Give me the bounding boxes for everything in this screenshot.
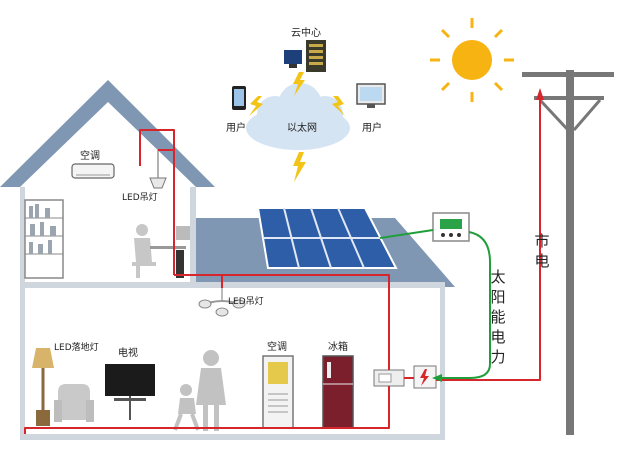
cloud-center: 云中心 [284, 26, 326, 72]
lightning-icon-bottom [293, 152, 306, 182]
ethernet-label: 以太网 [287, 121, 317, 134]
solar-panel-array [256, 207, 398, 269]
tv: 电视 [105, 346, 155, 420]
pole-shaft [566, 70, 574, 435]
grid-char-2: 电 [534, 252, 549, 270]
attic-roof [0, 80, 215, 187]
led-chandelier-downstairs: LED吊灯 [198, 288, 264, 317]
led-floor-lamp: LED落地灯 [32, 341, 99, 426]
pc-tower-icon [176, 250, 184, 278]
ground-floor-wire [24, 386, 390, 434]
cloud-center-label: 云中心 [291, 26, 321, 39]
panel-to-inverter-line [379, 229, 434, 239]
bookshelf-icon [24, 199, 64, 279]
desktop-monitor-icon [176, 226, 190, 240]
family-icon [173, 350, 226, 431]
ac-downstairs: 空调 [262, 340, 294, 429]
solar-power-label: 太 阳 能 电 力 [490, 268, 505, 366]
solar-char-1: 太 [490, 268, 505, 286]
floor-divider [20, 282, 445, 288]
distribution-box [373, 365, 437, 389]
lightning-icon-right [332, 96, 345, 116]
inverter [432, 212, 470, 242]
led-chandelier-upstairs-label: LED吊灯 [122, 192, 158, 203]
pole-crossbar-bottom [534, 96, 604, 100]
cloud-ethernet: 以太网 [246, 83, 350, 150]
solar-char-3: 能 [490, 308, 505, 326]
led-floor-lamp-label: LED落地灯 [54, 341, 99, 353]
ac-downstairs-label: 空调 [267, 340, 287, 353]
fridge: 冰箱 [322, 340, 354, 429]
solar-char-5: 力 [490, 348, 505, 366]
ac-upstairs: 空调 [71, 149, 115, 179]
right-wall [440, 287, 445, 440]
ac-upstairs-label: 空调 [80, 149, 100, 162]
lightning-icon-left [249, 96, 263, 116]
grid-char-1: 市 [534, 232, 549, 250]
utility-pole [522, 70, 614, 435]
air-conditioner-icon [71, 163, 115, 179]
upper-right-wall [190, 187, 196, 285]
upstairs-wire [139, 129, 175, 275]
television-icon [105, 364, 155, 396]
solar-power-line [440, 231, 491, 379]
user-left: 用户 [226, 86, 246, 134]
floor-lamp-icon [32, 348, 54, 368]
user-right-label: 用户 [362, 121, 382, 134]
inverter-screen [440, 219, 462, 229]
wiring [24, 88, 544, 434]
grid-power-label: 市 电 [534, 232, 549, 270]
left-wall [20, 187, 25, 440]
pole-crossbar-top [522, 72, 614, 77]
ground-floor [20, 434, 445, 440]
user-left-label: 用户 [226, 121, 246, 134]
lightning-icons [249, 72, 345, 182]
armchair-icon [54, 384, 94, 422]
led-chandelier-upstairs: LED吊灯 [122, 150, 167, 203]
riser-wire [174, 274, 390, 370]
ceiling-lamp-icon [149, 177, 167, 189]
led-chandelier-downstairs-label: LED吊灯 [228, 296, 264, 307]
solar-char-4: 电 [490, 328, 505, 346]
solar-char-2: 阳 [490, 288, 505, 306]
tv-label: 电视 [118, 346, 138, 359]
sun-icon [430, 18, 514, 102]
grid-power-line [436, 95, 541, 381]
lightning-icon-top [293, 72, 305, 96]
fridge-label: 冰箱 [328, 340, 348, 353]
monitor-icon [284, 50, 302, 64]
person-at-desk-icon [132, 224, 190, 278]
user-right: 用户 [356, 83, 386, 134]
